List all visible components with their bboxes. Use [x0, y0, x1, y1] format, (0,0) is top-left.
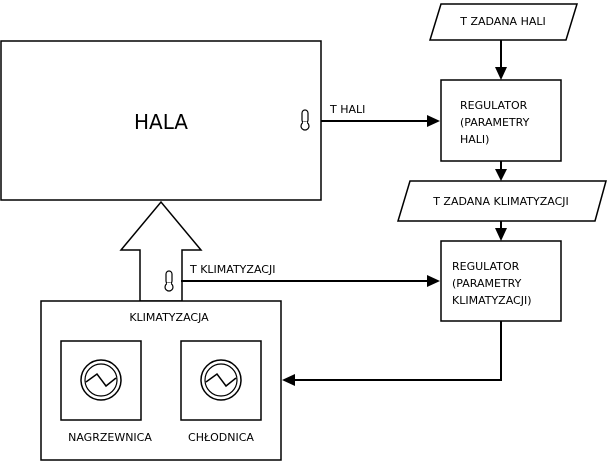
heat-exchanger-icon — [80, 359, 122, 401]
hall-label: HALA — [134, 110, 188, 134]
airflow-arrow — [119, 200, 203, 302]
hall-regulator-line-1: REGULATOR — [460, 99, 528, 112]
ac-temp-arrowhead — [427, 275, 440, 287]
ac-unit-label: KLIMATYZACJA — [129, 311, 209, 324]
ac-setpoint-shape — [396, 180, 607, 222]
ac-setpoint-label: T ZADANA KLIMATYZACJI — [432, 195, 569, 208]
hall-setpoint-label: T ZADANA HALI — [459, 15, 546, 28]
hall-setpoint-arrowhead — [495, 67, 507, 80]
ac-setpoint-arrowhead — [495, 228, 507, 241]
ac-control-arrowhead — [282, 374, 295, 386]
thermometer-icon — [164, 270, 174, 292]
hall-regulator-out-arrowhead — [495, 169, 507, 181]
hall-regulator-line-3: HALI) — [460, 133, 489, 146]
ac-regulator-box — [440, 240, 562, 322]
hall-box — [0, 40, 322, 201]
ac-regulator-line-1: REGULATOR — [452, 260, 520, 273]
hall-regulator-line-2: (PARAMETRY — [460, 116, 530, 129]
ac-regulator-line-2: (PARAMETRY — [452, 277, 522, 290]
heat-exchanger-icon — [200, 359, 242, 401]
ac-control-connector — [294, 321, 502, 381]
hall-temp-arrowhead — [427, 115, 440, 127]
ac-temp-label: T KLIMATYZACJI — [189, 263, 275, 276]
thermometer-icon — [300, 109, 310, 131]
hall-regulator-box — [440, 79, 562, 162]
heater-label: NAGRZEWNICA — [68, 431, 152, 444]
cooler-label: CHŁODNICA — [188, 431, 254, 444]
hall-setpoint-shape — [428, 3, 579, 41]
hall-temp-label: T HALI — [329, 103, 365, 116]
ac-regulator-line-3: KLIMATYZACJI) — [452, 294, 532, 307]
